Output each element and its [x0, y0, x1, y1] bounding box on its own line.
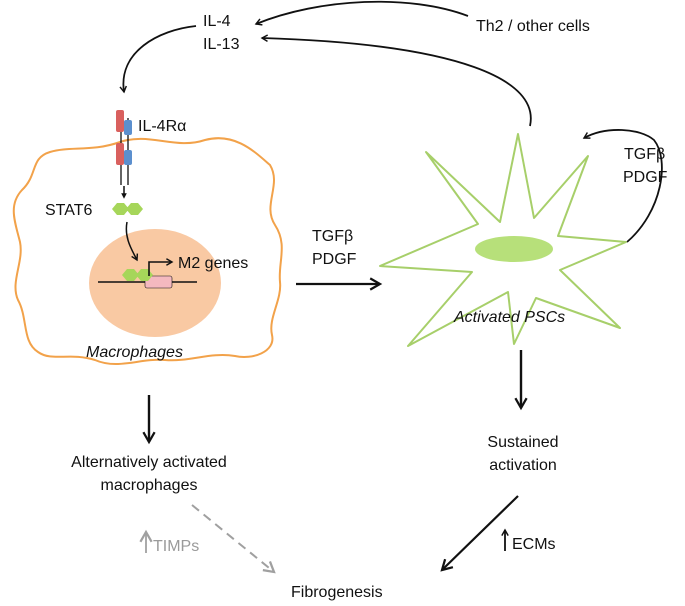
- sustained-to-fibrogenesis-arrow: [440, 495, 519, 572]
- activated-pscs-label: Activated PSCs: [453, 309, 565, 326]
- sustained-line1: Sustained: [487, 434, 558, 451]
- tgfb-mid-label: TGFβ: [312, 228, 353, 245]
- alt-macrophages-line2: macrophages: [101, 477, 198, 494]
- stat6-dimer: [112, 203, 143, 215]
- fibrogenesis-label: Fibrogenesis: [291, 584, 383, 601]
- activated-psc-outline: [379, 133, 627, 347]
- il4-label: IL-4: [203, 13, 231, 30]
- pdgf-right-label: PDGF: [623, 169, 668, 186]
- macrophage-cell-outline: [12, 137, 283, 365]
- m2-genes-label: M2 genes: [178, 255, 248, 272]
- macrophages-to-fibrogenesis-arrow: [191, 504, 276, 574]
- macrophages-label: Macrophages: [86, 344, 183, 361]
- ecms-label: ECMs: [512, 536, 556, 553]
- th2-to-il4-arrow: [254, 0, 469, 26]
- stat6-to-nucleus-arrow: [125, 221, 139, 262]
- il4-receptor: [116, 110, 132, 199]
- il13-label: IL-13: [203, 36, 240, 53]
- psc-to-il13-arrow: [260, 34, 532, 127]
- il4ra-label: IL-4Rα: [138, 118, 186, 135]
- pdgf-mid-label: PDGF: [312, 251, 357, 268]
- th2-label: Th2 / other cells: [476, 18, 590, 35]
- psc-nucleus: [475, 236, 553, 262]
- cytokine-to-receptor-arrow: [119, 25, 197, 94]
- tgfb-right-label: TGFβ: [624, 146, 665, 163]
- alt-macrophages-line1: Alternatively activated: [71, 454, 227, 471]
- sustained-line2: activation: [489, 457, 557, 474]
- timps-label: TIMPs: [153, 538, 199, 555]
- m2-gene-locus: [98, 258, 197, 289]
- stat6-label: STAT6: [45, 202, 93, 219]
- psc-autocrine-arrow: [582, 129, 663, 243]
